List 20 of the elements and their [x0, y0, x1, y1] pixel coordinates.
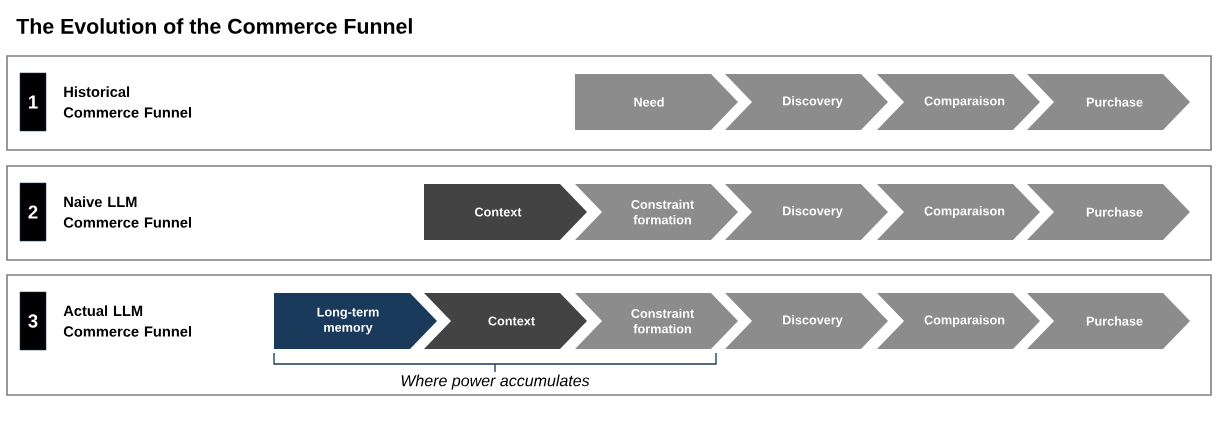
number-badge: 1 [19, 72, 47, 132]
title: The Evolution of the Commerce Funnel [16, 18, 412, 34]
chevron-step: Discovery [725, 74, 888, 130]
chevron-step: Context [424, 293, 587, 349]
chevron-step: Comparaison [877, 184, 1040, 240]
chevron-step: Constraint formation [575, 184, 738, 240]
number-badge: 3 [19, 291, 47, 351]
chevron-step: Purchase [1027, 293, 1190, 349]
chevron-step: Context [424, 184, 587, 240]
chevron-step: Discovery [725, 184, 888, 240]
chevron-step: Purchase [1027, 74, 1190, 130]
number-badge: 2 [19, 182, 47, 242]
chevron-step: Constraint formation [575, 293, 738, 349]
bracket-label: Where power accumulates [401, 374, 590, 390]
chevron-step: Purchase [1027, 184, 1190, 240]
chevron-step: Comparaison [877, 74, 1040, 130]
chevron-step: Discovery [725, 293, 888, 349]
chevron-step: Long-term memory [274, 293, 437, 349]
chevron-step: Need [575, 74, 738, 130]
chevron-step: Comparaison [877, 293, 1040, 349]
